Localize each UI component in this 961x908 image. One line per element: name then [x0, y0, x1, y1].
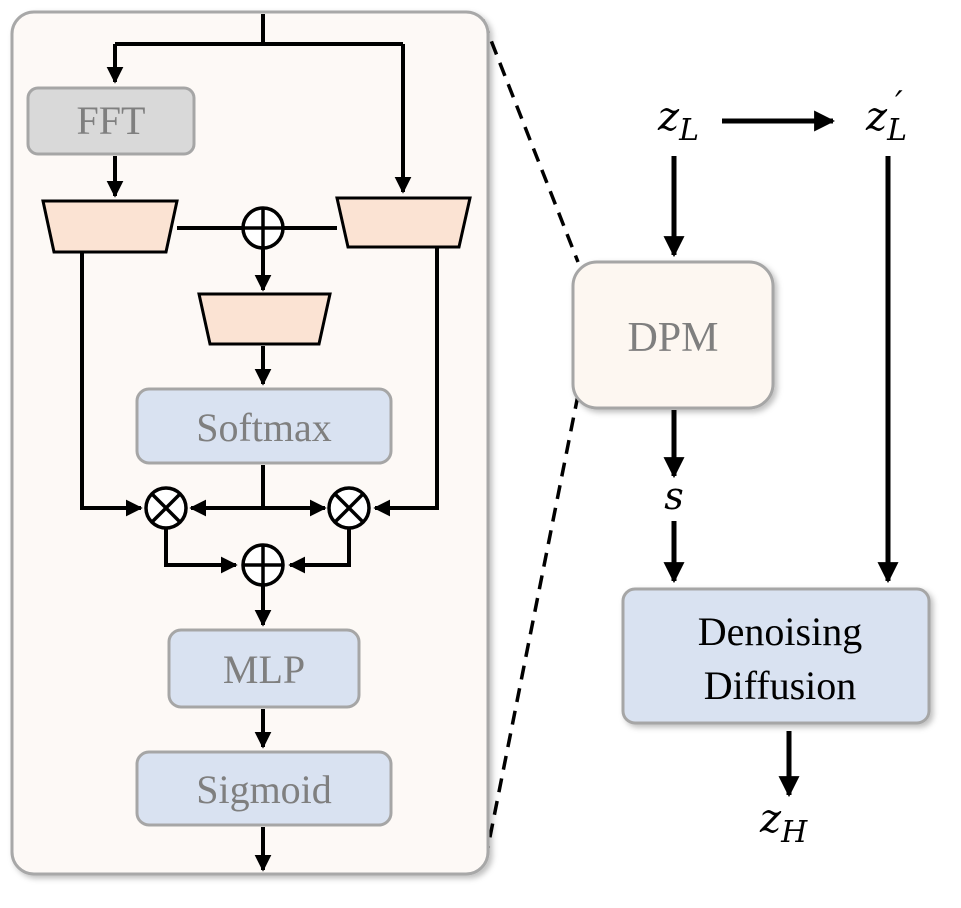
zoom-line-bottom	[483, 394, 580, 863]
fft-box: FFT	[26, 86, 196, 156]
fft-label: FFT	[77, 98, 146, 143]
dpm-box: DPM	[571, 260, 775, 410]
right-projection-block	[335, 196, 472, 249]
dpm-detail-panel: FFT Softmax	[10, 10, 490, 876]
denoising-label: Denoising	[698, 609, 862, 654]
top-plus-operator	[241, 206, 285, 250]
diffusion-label: Diffusion	[704, 663, 857, 708]
zh-label: zH	[759, 796, 808, 850]
denoising-diffusion-box: Denoising Diffusion	[621, 587, 931, 725]
dpm-label: DPM	[627, 315, 718, 361]
softmax-box: Softmax	[135, 387, 393, 465]
left-projection-block	[41, 199, 179, 254]
pipeline: zL zL ′ DPM s Denoising Diffusion zH	[571, 84, 931, 850]
right-branch-feed	[373, 247, 439, 517]
arrow-right-multiply-to-plus	[288, 529, 351, 574]
left-multiply-operator	[144, 486, 188, 530]
mlp-label: MLP	[223, 647, 305, 692]
zl-label: zL	[657, 94, 699, 148]
mlp-box: MLP	[167, 628, 361, 709]
zl-prime-label: zL	[865, 94, 907, 148]
s-label: s	[664, 474, 684, 518]
sigmoid-label: Sigmoid	[196, 767, 332, 812]
fusion-projection-block	[197, 292, 332, 346]
zl-prime-mark: ′	[895, 84, 903, 124]
right-multiply-operator	[327, 486, 371, 530]
left-branch-feed	[80, 252, 143, 517]
arrow-left-multiply-to-plus	[164, 529, 238, 574]
bottom-plus-operator	[241, 543, 285, 587]
sigmoid-box: Sigmoid	[135, 750, 393, 827]
softmax-label: Softmax	[196, 405, 332, 450]
zoom-line-top	[481, 19, 580, 263]
